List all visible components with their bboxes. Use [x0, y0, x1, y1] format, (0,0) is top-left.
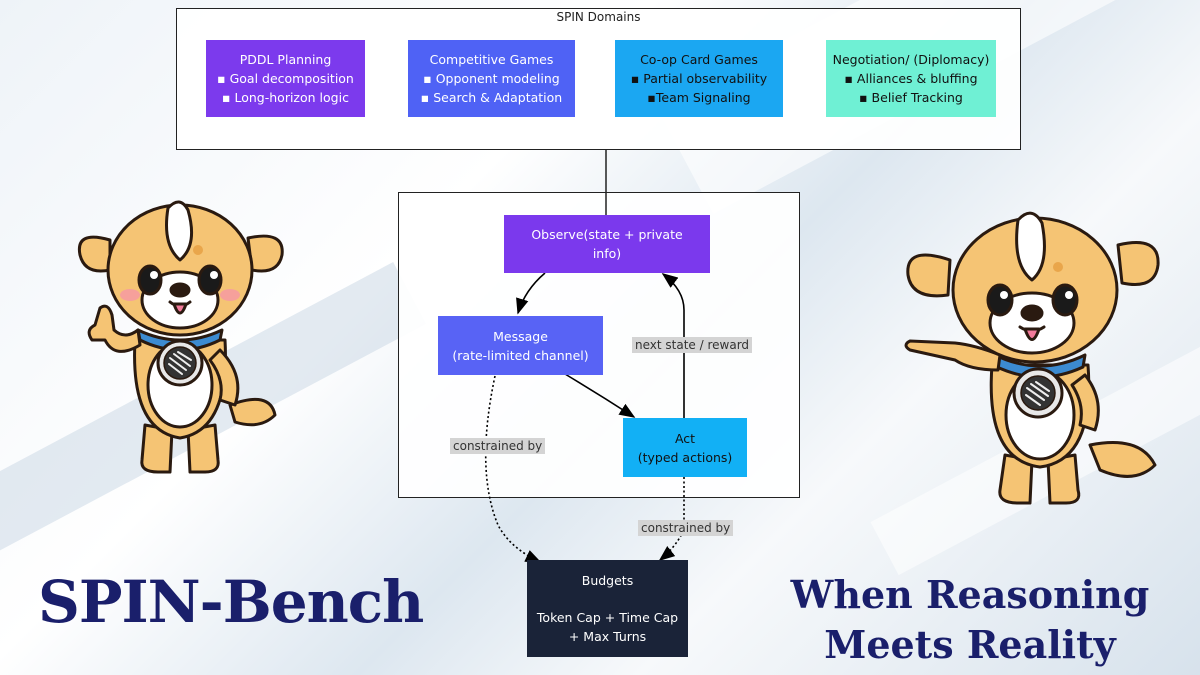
message-node: Message (rate-limited channel) — [438, 316, 603, 375]
budgets-line: + Max Turns — [568, 629, 647, 644]
domain-pddl-planning: PDDL Planning ▪ Goal decomposition ▪ Lon… — [206, 40, 365, 117]
act-node: Act (typed actions) — [623, 418, 747, 477]
domain-point: ▪Team Signaling — [647, 90, 751, 105]
message-label: Message — [493, 328, 548, 344]
act-sublabel: (typed actions) — [637, 449, 733, 465]
domain-title: Negotiation/ (Diplomacy) — [832, 52, 990, 67]
budgets-line: Token Cap + Time Cap — [536, 610, 679, 625]
observe-label: Observe(state + private — [531, 227, 683, 242]
domain-negotiation: Negotiation/ (Diplomacy) ▪ Alliances & b… — [826, 40, 996, 117]
constrained-by-label-left: constrained by — [450, 438, 546, 454]
domain-point: ▪ Alliances & bluffing — [844, 71, 978, 86]
act-label: Act — [674, 430, 696, 446]
domain-point: ▪ Goal decomposition — [217, 71, 354, 86]
domain-competitive-games: Competitive Games ▪ Opponent modeling ▪ … — [408, 40, 575, 117]
brand-title: SPIN-Bench — [38, 568, 424, 636]
domain-title: PDDL Planning — [239, 52, 332, 67]
domain-point: ▪ Opponent modeling — [423, 71, 560, 86]
tagline-line: Meets Reality — [824, 622, 1116, 667]
thumbs-up-puppy-icon — [77, 200, 284, 474]
domain-point: ▪ Partial observability — [630, 71, 768, 86]
budgets-node: Budgets Token Cap + Time Cap + Max Turns — [527, 560, 688, 657]
next-state-reward-label: next state / reward — [632, 337, 753, 353]
constrained-by-label-right: constrained by — [638, 520, 734, 536]
domain-point: ▪ Belief Tracking — [859, 90, 963, 105]
domain-point: ▪ Search & Adaptation — [420, 90, 563, 105]
observe-label-cont: info) — [592, 246, 622, 261]
domains-title: SPIN Domains — [556, 10, 641, 24]
domain-coop-card-games: Co-op Card Games ▪ Partial observability… — [615, 40, 783, 117]
pointing-puppy-icon — [904, 211, 1160, 505]
domain-title: Co-op Card Games — [640, 52, 758, 67]
tagline-line: When Reasoning — [790, 572, 1150, 617]
observe-node: Observe(state + private info) — [504, 215, 710, 273]
domain-point: ▪ Long-horizon logic — [222, 90, 349, 105]
tagline: When Reasoning Meets Reality — [770, 570, 1170, 670]
message-sublabel: (rate-limited channel) — [452, 347, 589, 363]
budgets-title: Budgets — [581, 573, 634, 588]
domain-title: Competitive Games — [429, 52, 554, 67]
